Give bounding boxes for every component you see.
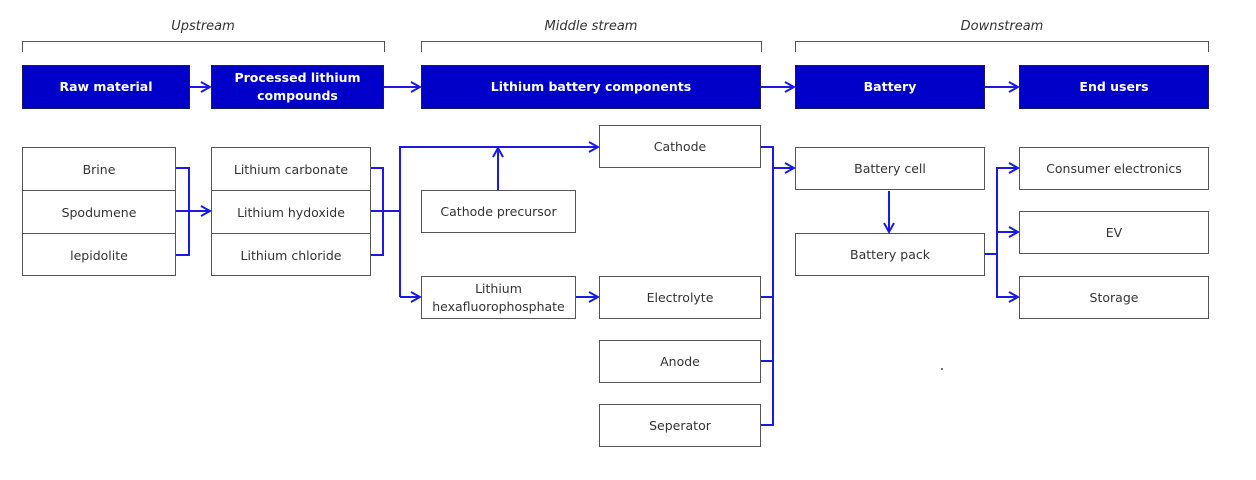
header-end-users-label: End users bbox=[1079, 78, 1149, 94]
lipf6-line1: Lithium bbox=[475, 281, 522, 296]
header-lithium-battery-components: Lithium battery components bbox=[421, 65, 761, 109]
raw-materials-stack: Brine Spodumene lepidolite bbox=[22, 147, 176, 276]
electrolyte-label: Electrolyte bbox=[646, 289, 714, 305]
box-anode: Anode bbox=[599, 340, 761, 383]
compound-lithium-carbonate: Lithium carbonate bbox=[212, 148, 370, 191]
anode-label: Anode bbox=[660, 353, 700, 369]
battery-cell-label: Battery cell bbox=[854, 160, 926, 176]
raw-material-lepidolite: lepidolite bbox=[70, 248, 128, 263]
box-battery-cell: Battery cell bbox=[795, 147, 985, 190]
raw-material-brine: Brine bbox=[23, 148, 175, 191]
battery-pack-label: Battery pack bbox=[850, 246, 930, 262]
box-cathode-precursor: Cathode precursor bbox=[421, 190, 576, 233]
header-battery: Battery bbox=[795, 65, 985, 109]
consumer-electronics-label: Consumer electronics bbox=[1046, 160, 1182, 176]
bracket-middle-stream bbox=[421, 41, 762, 52]
header-raw-material: Raw material bbox=[22, 65, 190, 109]
header-processed-line2: compounds bbox=[257, 88, 338, 103]
connector-components-bus bbox=[761, 146, 774, 426]
box-cathode: Cathode bbox=[599, 125, 761, 168]
cathode-label: Cathode bbox=[653, 138, 707, 154]
box-storage: Storage bbox=[1019, 276, 1209, 319]
storage-label: Storage bbox=[1089, 289, 1139, 305]
bracket-upstream bbox=[22, 41, 385, 52]
box-consumer-electronics: Consumer electronics bbox=[1019, 147, 1209, 190]
arrow-to-cathode bbox=[399, 147, 598, 297]
ev-label: EV bbox=[1105, 224, 1123, 240]
header-processed-line1: Processed lithium bbox=[234, 69, 361, 85]
box-lithium-hexafluorophosphate: Lithium hexafluorophosphate bbox=[421, 276, 576, 319]
header-components-label: Lithium battery components bbox=[490, 78, 692, 94]
header-processed-lithium-compounds: Processed lithium compounds bbox=[211, 65, 384, 109]
cathode-precursor-label: Cathode precursor bbox=[440, 203, 557, 219]
header-raw-material-label: Raw material bbox=[59, 78, 153, 94]
stray-mark bbox=[941, 368, 943, 370]
compound-lithium-hydroxide: Lithium hydoxide bbox=[212, 191, 370, 234]
raw-material-spodumene: Spodumene bbox=[23, 191, 175, 234]
box-separator: Seperator bbox=[599, 404, 761, 447]
box-battery-pack: Battery pack bbox=[795, 233, 985, 276]
stage-label-downstream: Downstream bbox=[960, 19, 1044, 34]
compound-lithium-chloride: Lithium chloride bbox=[240, 248, 342, 263]
header-battery-label: Battery bbox=[863, 78, 917, 94]
compounds-stack: Lithium carbonate Lithium hydoxide Lithi… bbox=[211, 147, 371, 276]
stage-label-upstream: Upstream bbox=[171, 19, 235, 34]
lipf6-line2: hexafluorophosphate bbox=[432, 298, 565, 314]
separator-label: Seperator bbox=[649, 417, 711, 433]
stage-label-middle-stream: Middle stream bbox=[544, 19, 638, 34]
bracket-downstream bbox=[795, 41, 1209, 52]
